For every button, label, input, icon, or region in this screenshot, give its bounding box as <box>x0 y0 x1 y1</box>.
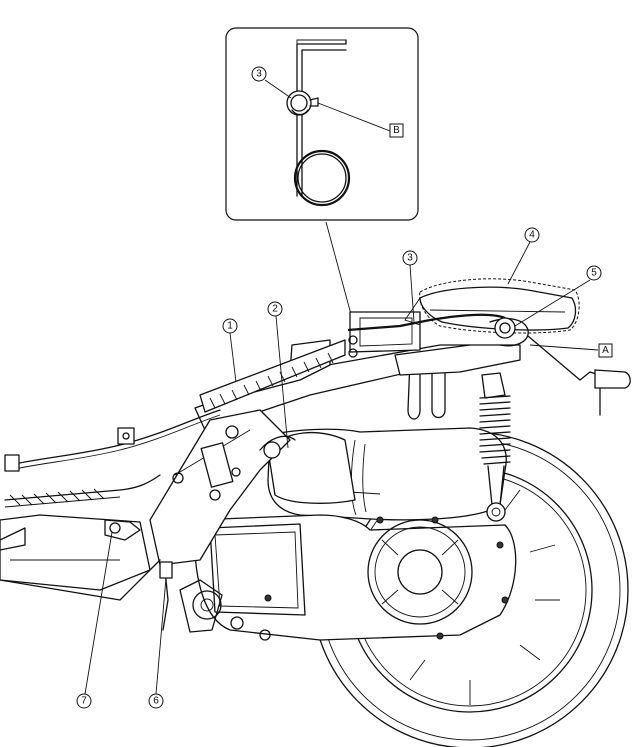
callout-3: 3 <box>402 250 418 266</box>
cables-left <box>0 409 221 551</box>
callout-2: 2 <box>267 301 283 317</box>
engine-swingarm <box>179 427 517 641</box>
callout-7-text: 7 <box>81 696 87 707</box>
callout-5-text: 5 <box>591 268 597 279</box>
callout-3-inset: 3 <box>251 66 267 82</box>
callout-1: 1 <box>222 318 238 334</box>
callout-4-text: 4 <box>529 230 535 241</box>
callout-7: 7 <box>76 693 92 709</box>
canister <box>404 278 580 334</box>
callout-6-text: 6 <box>153 696 159 707</box>
callout-4: 4 <box>524 227 540 243</box>
callout-3-inset-text: 3 <box>256 69 262 80</box>
callout-3-text: 3 <box>407 253 413 264</box>
label-a-text: A <box>602 345 609 356</box>
callout-1-text: 1 <box>227 321 233 332</box>
label-b: B <box>389 123 404 138</box>
detail-inset: 3 B <box>225 27 419 221</box>
label-b-text: B <box>393 125 400 136</box>
callout-2-text: 2 <box>272 304 278 315</box>
inset-frame <box>225 27 419 221</box>
hoses <box>259 313 631 459</box>
frame <box>0 311 521 601</box>
inset-hose <box>286 39 351 207</box>
callout-6: 6 <box>148 693 164 709</box>
inset-leader <box>325 221 353 319</box>
callout-5: 5 <box>586 265 602 281</box>
label-a: A <box>598 343 613 358</box>
rear-shock <box>479 372 511 522</box>
